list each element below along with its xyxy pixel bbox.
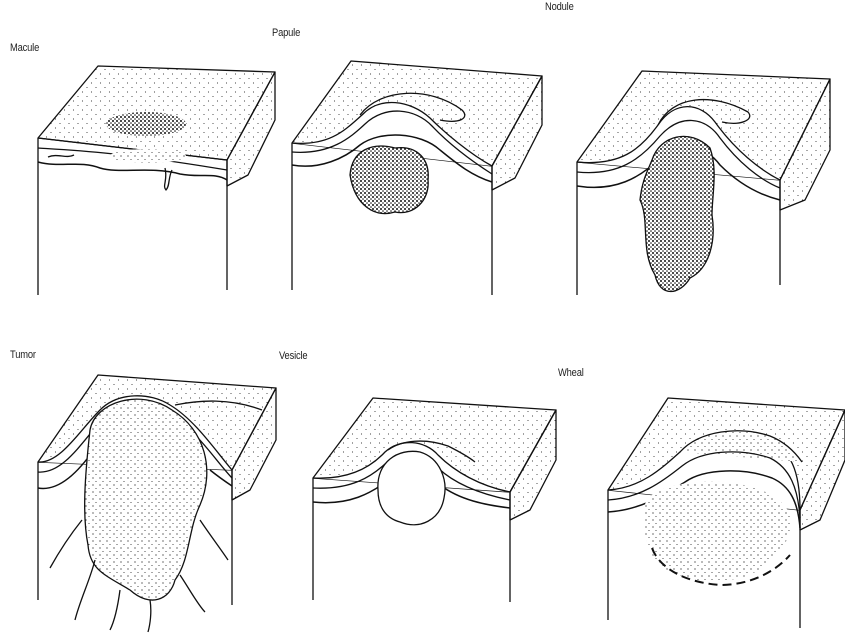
nodule-illustration [577, 71, 830, 295]
papule-illustration [292, 61, 542, 295]
tumor-illustration [38, 375, 276, 632]
macule-illustration [38, 66, 275, 295]
vesicle-illustration [313, 398, 556, 602]
wheal-illustration [608, 398, 845, 628]
